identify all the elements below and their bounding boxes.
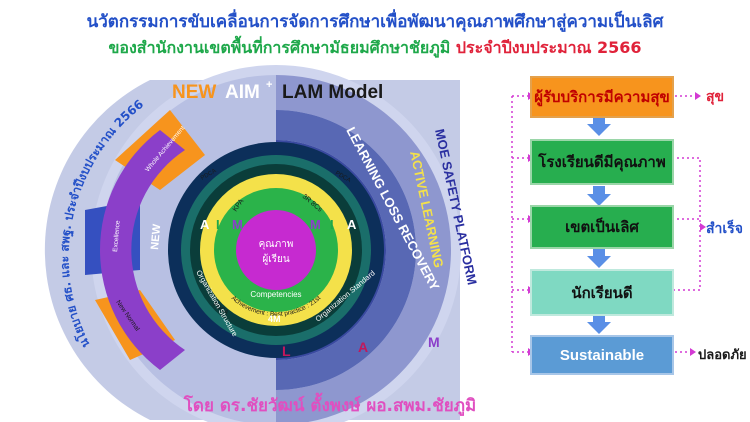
moe-band	[276, 75, 451, 422]
aim-letter-a-left: A	[200, 217, 210, 232]
four-m-label: 4M	[268, 314, 281, 324]
model-new: NEW	[172, 82, 216, 103]
outcome-safe: ปลอดภัย	[698, 348, 747, 363]
new-band-label: NEW	[149, 223, 163, 250]
aim-letter-a-right: A	[347, 217, 357, 232]
petal-label-excellence: Excellence	[112, 220, 122, 252]
new-band	[100, 130, 185, 370]
lam-letter-l: L	[282, 343, 291, 359]
aim-letter-m-left: M	[232, 217, 243, 232]
model-plus: +	[266, 79, 272, 91]
arrow-down-3	[587, 248, 611, 268]
title-line-2-year: ประจำปีงบประมาณ 2566	[455, 38, 642, 57]
title-line-1: นวัตกรรมการขับเคลื่อนการจัดการศึกษาเพื่อ…	[86, 12, 664, 32]
outcome-success: สำเร็จ	[706, 221, 743, 237]
competencies-label: Competencies	[250, 290, 301, 299]
flow-box-quality-school: โรงเรียนดีมีคุณภาพ	[530, 139, 674, 185]
title-line-2: ของสำนักงานเขตพื้นที่การศึกษามัธยมศึกษาช…	[0, 36, 750, 61]
arrow-down-1	[587, 116, 611, 136]
flow-box-excellent-area: เขตเป็นเลิศ	[530, 205, 674, 249]
outcome-happy: สุข	[706, 89, 725, 105]
aim-letter-i-right: I	[330, 217, 334, 232]
center-text-line-1: คุณภาพ	[259, 239, 294, 250]
title-line-2-org: ของสำนักงานเขตพื้นที่การศึกษามัธยมศึกษาช…	[108, 38, 451, 57]
model-aim: AIM	[225, 82, 260, 103]
model-lam: LAM Model	[282, 82, 383, 103]
flow-box-good-students: นักเรียนดี	[530, 269, 674, 316]
arrow-down-2	[587, 186, 611, 206]
aim-letter-i-left: I	[216, 217, 220, 232]
flow-box-sustainable: Sustainable	[530, 335, 674, 375]
recovery-band	[276, 110, 416, 390]
center-text-line-2: ผู้เรียน	[262, 253, 290, 265]
arrow-down-4	[587, 314, 611, 334]
footer-author: โดย ดร.ชัยวัฒน์ ตั้งพงษ์ ผอ.สพม.ชัยภูมิ	[183, 396, 477, 416]
lam-letter-a: A	[358, 339, 368, 355]
lam-letter-m: M	[428, 334, 440, 350]
flow-box-happy-clients: ผู้รับบริการมีความสุข	[530, 76, 674, 118]
ring-core	[236, 210, 316, 290]
connector-right	[672, 157, 701, 291]
aim-letter-m-right: M	[310, 217, 321, 232]
